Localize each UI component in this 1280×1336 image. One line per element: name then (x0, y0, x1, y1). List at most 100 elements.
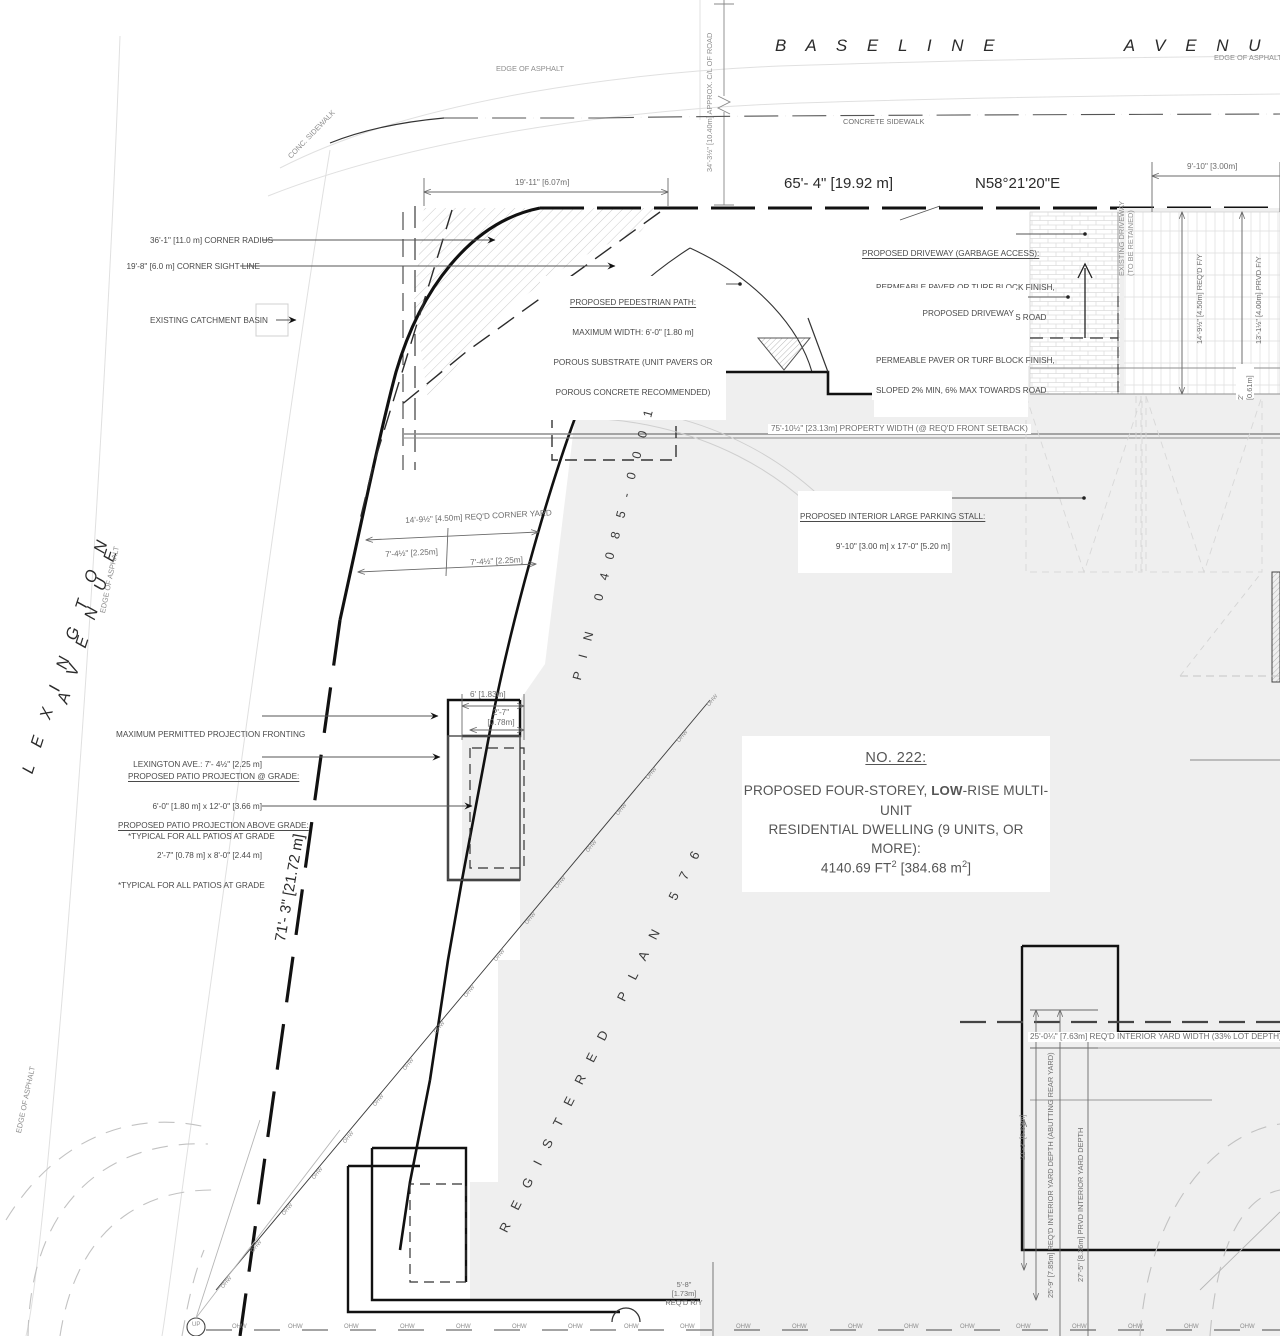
parking-stall-title: PROPOSED INTERIOR LARGE PARKING STALL: (800, 512, 986, 521)
corner-sight-line-annotation: 19'-8" [6.0 m] CORNER SIGHT LINE (126, 262, 260, 271)
overhead-wire-label: OHW (456, 1324, 471, 1330)
patio-above-grade-dimension: 2'-7" [0.78 m] x 8'-0" [2.44 m] (157, 851, 262, 860)
max-projection-line1: MAXIMUM PERMITTED PROJECTION FRONTING (116, 730, 306, 739)
overhead-wire-label: OHW (624, 1324, 639, 1330)
prvd-interior-yard-depth-dimension: 27'-5" [8.36m] PRVD INTERIOR YARD DEPTH (1076, 1127, 1085, 1282)
driveway-direction-arrow (1077, 262, 1093, 338)
overhead-wire-label: OHW (680, 1324, 695, 1330)
overhead-wire-label: OHW (736, 1324, 751, 1330)
concrete-sidewalk-line (329, 113, 1280, 144)
overhead-wire-label: OHW (848, 1324, 863, 1330)
paver-note-b: PERMEABLE PAVER OR TURF BLOCK FINISH, SL… (874, 335, 1055, 417)
title-block-area-m-open: [384.68 m (896, 860, 962, 876)
overhead-wire-label: OHW (512, 1324, 527, 1330)
title-block-area-m-close: ] (967, 860, 972, 876)
utility-pole-label: UP (192, 1322, 201, 1328)
overhead-wire-label: OHW (400, 1324, 415, 1330)
driveway-width-dimension: 9'-10" [3.00m] (1184, 162, 1241, 172)
right-notch (1179, 571, 1280, 761)
overhead-wire-label: OHW (904, 1324, 919, 1330)
parking-stall-dimension: 9'-10" [3.00 m] x 17'-0" [5.20 m] (835, 542, 950, 551)
max-projection-annotation: MAXIMUM PERMITTED PROJECTION FRONTING LE… (116, 710, 306, 790)
title-block: NO. 222: PROPOSED FOUR-STOREY, LOW-RISE … (742, 736, 1050, 892)
pedestrian-path-annotation: PROPOSED PEDESTRIAN PATH: MAXIMUM WIDTH:… (540, 276, 726, 420)
pedestrian-path-title: PROPOSED PEDESTRIAN PATH: (569, 298, 697, 307)
overhead-wire-label: OHW (232, 1324, 247, 1330)
door-swing-dimension: 2' [0.61m] (1236, 364, 1255, 400)
corner-cut-dimension: 19'-11" [6.07m] (512, 178, 573, 188)
street-label-baseline: B A S E L I N E A V E N U E (775, 36, 1280, 55)
paver-note-a-line1: PERMEABLE PAVER OR TURF BLOCK FINISH, (876, 283, 1055, 293)
corner-sight-arc (689, 247, 813, 373)
property-line (238, 206, 1280, 1336)
title-block-area-m-exp: 2 (961, 859, 968, 870)
patio-width-dimension: 6' [1.83m] (470, 690, 506, 699)
catch-basin-symbol (756, 337, 812, 371)
title-block-line1-a: PROPOSED FOUR-STOREY, (743, 782, 932, 798)
bearing-label: N58°21'20"E (975, 175, 1061, 192)
prvd-front-yard-dimension: 13'-1½" [4.00m] PRVD F/Y (1254, 256, 1263, 344)
overhead-wire-label: OHW (344, 1324, 359, 1330)
patio-at-grade-annotation: PROPOSED PATIO PROJECTION @ GRADE: 6'-0"… (128, 752, 299, 862)
reqd-rear-yard-dimension: 5'-8" [1.73m] REQ'D R/Y (665, 1280, 703, 1308)
patio-at-grade-note: *TYPICAL FOR ALL PATIOS AT GRADE (128, 832, 275, 841)
catchment-basin-annotation: EXISTING CATCHMENT BASIN (150, 316, 268, 325)
centerline-of-road-label: 34'-3½" [10.40m] APPROX. C/L OF ROAD (705, 32, 714, 172)
driveway-paving (1029, 211, 1280, 395)
property-width-dimension: 75'-10½" [23.13m] PROPERTY WIDTH (@ REQ'… (768, 424, 1031, 434)
turning-radius-arcs (5, 1121, 1280, 1336)
existing-driveway-label: EXISTING DRIVEWAY (TO BE RETAINED) (1117, 200, 1136, 276)
title-block-line2: RESIDENTIAL DWELLING (9 UNITS, OR MORE): (768, 821, 1024, 857)
small-left-dimension: 21'-3" [6.63m] (1018, 1114, 1027, 1160)
corner-hatch-area (402, 206, 660, 470)
pedestrian-path-line3: POROUS SUBSTRATE (UNIT PAVERS OR (553, 358, 713, 367)
patio-above-grade-note: *TYPICAL FOR ALL PATIOS AT GRADE (118, 881, 265, 890)
easement-diagonal (215, 699, 711, 1291)
centerline-of-road (714, 0, 734, 206)
max-projection-line2: LEXINGTON AVE.: 7'- 4½" [2.25 m] (133, 760, 262, 769)
dimension-lines (358, 162, 1280, 1336)
title-block-description: PROPOSED FOUR-STOREY, LOW-RISE MULTI-UNI… (742, 781, 1050, 878)
overhead-wire-label: OHW (288, 1324, 303, 1330)
title-block-area-ft: 4140.69 FT (820, 860, 892, 876)
pedestrian-path-line2: MAXIMUM WIDTH: 6'-0" [1.80 m] (572, 328, 694, 337)
corner-radius-annotation: 36'-1" [11.0 m] CORNER RADIUS (150, 236, 274, 245)
paver-note-b-line2: SLOPED 2% MIN, 6% MAX TOWARDS ROAD (876, 386, 1047, 395)
driveway-guest-title: PROPOSED DRIVEWAY (922, 309, 1014, 318)
concrete-sidewalk-label: CONCRETE SIDEWALK (840, 117, 928, 127)
patio-projection-lower (409, 1183, 467, 1283)
service-lines (195, 1119, 1280, 1319)
title-block-number: NO. 222: (865, 749, 927, 766)
road-edges (25, 0, 1280, 1336)
paver-note-b-line1: PERMEABLE PAVER OR TURF BLOCK FINISH, (876, 356, 1055, 365)
pedestrian-path-line4: POROUS CONCRETE RECOMMENDED) (555, 388, 711, 397)
title-block-line1-b: -RISE MULTI-UNIT (879, 782, 1049, 818)
overhead-wire-label: OHW (792, 1324, 807, 1330)
overhead-wire-label: OHW (1240, 1324, 1255, 1330)
title-block-area-ft-exp: 2 (891, 859, 897, 870)
patio-above-grade-annotation: PROPOSED PATIO PROJECTION ABOVE GRADE: 2… (118, 801, 309, 911)
edge-of-asphalt-label-top-left: EDGE OF ASPHALT (496, 64, 565, 73)
building-interior-faint (1025, 395, 1263, 576)
reqd-interior-yard-depth-dimension: 25'-9" [7.85m] REQ'D INTERIOR YARD DEPTH… (1046, 1052, 1055, 1298)
reqd-front-yard-dimension: 14'-9½" [4.50m] REQ'D F/Y (1195, 253, 1204, 344)
overhead-wire-label: OHW (568, 1324, 583, 1330)
title-block-area: 4140.69 FT2 [384.68 m2] (742, 858, 1050, 878)
driveway-garbage-title: PROPOSED DRIVEWAY (GARBAGE ACCESS): (862, 249, 1040, 258)
frontage-dimension: 65'- 4" [19.92 m] (784, 175, 894, 192)
patio-at-grade-dimension: 6'-0" [1.80 m] x 12'-0" [3.66 m] (152, 802, 262, 811)
overhead-wire-label: OHW (1016, 1324, 1031, 1330)
lower-building-block (346, 1164, 620, 1314)
patio-projection-above-dimension: 2'-7" [0.78m] (487, 708, 515, 727)
edge-of-asphalt-label-top-right: EDGE OF ASPHALT (1214, 53, 1280, 62)
title-block-line1: PROPOSED FOUR-STOREY, LOW-RISE MULTI-UNI… (742, 781, 1050, 820)
patio-projection-at-grade (447, 735, 525, 881)
overhead-wire-label: OHW (1184, 1324, 1199, 1330)
patio-above-grade-title: PROPOSED PATIO PROJECTION ABOVE GRADE: (118, 821, 309, 830)
overhead-wire-label: OHW (1072, 1324, 1087, 1330)
title-block-low-emphasis: LOW (931, 782, 963, 798)
overhead-wire-label: OHW (1128, 1324, 1143, 1330)
parking-stall-annotation: PROPOSED INTERIOR LARGE PARKING STALL: 9… (798, 491, 986, 573)
